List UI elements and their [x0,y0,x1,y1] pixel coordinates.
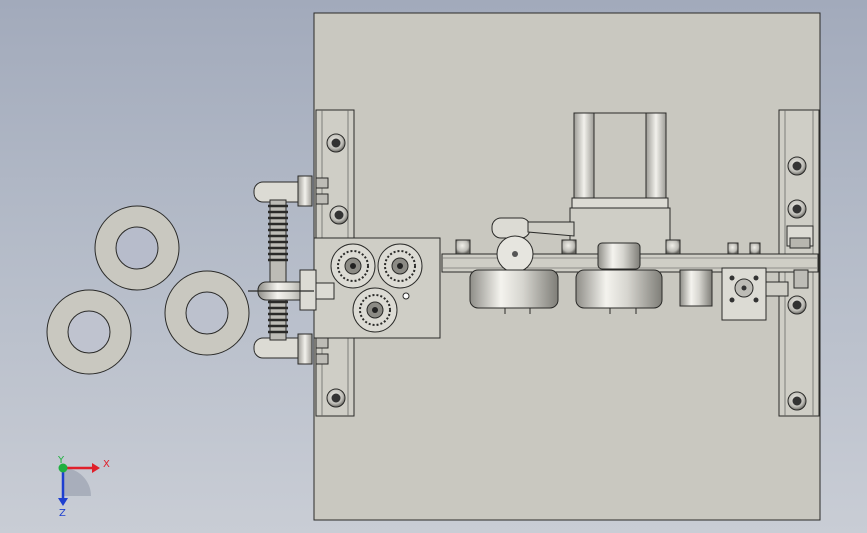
hex-bolt-icon [727,242,739,255]
right-clamp-block[interactable] [786,225,814,249]
hex-bolt-icon [787,199,807,219]
hex-bolt-icon [326,388,346,408]
hex-bolt-icon [749,242,761,255]
sensor-block[interactable] [721,267,809,321]
hex-bolt-icon [787,391,807,411]
wire-coil-ring-icon [94,205,180,291]
roller-icon [330,243,376,289]
axis-y-label: Y [57,455,65,466]
axis-x-label: X [103,459,110,470]
bar-nuts [455,239,761,255]
hex-bolt-icon [329,205,349,225]
cylinder-actuator[interactable] [569,112,671,257]
hex-bolt-icon [326,133,346,153]
feed-rollers[interactable] [330,243,423,333]
wire-coil-ring-icon [46,289,132,375]
roller-icon [352,287,398,333]
roller-icon [377,243,423,289]
axis-z-label: Z [59,508,66,519]
wire-coil-ring-icon [164,270,250,356]
wire-coils [46,205,250,375]
hex-bolt-icon [665,239,681,255]
hex-bolt-icon [561,239,577,255]
coordinate-triad-icon: X Y Z [57,455,110,519]
rail-bolts [326,133,807,411]
straightening-rollers[interactable] [469,242,713,314]
hex-bolt-icon [455,239,471,255]
hex-bolt-icon [787,156,807,176]
hex-bolt-icon [787,295,807,315]
tension-roller[interactable] [496,235,534,273]
tension-arm[interactable] [491,217,575,239]
